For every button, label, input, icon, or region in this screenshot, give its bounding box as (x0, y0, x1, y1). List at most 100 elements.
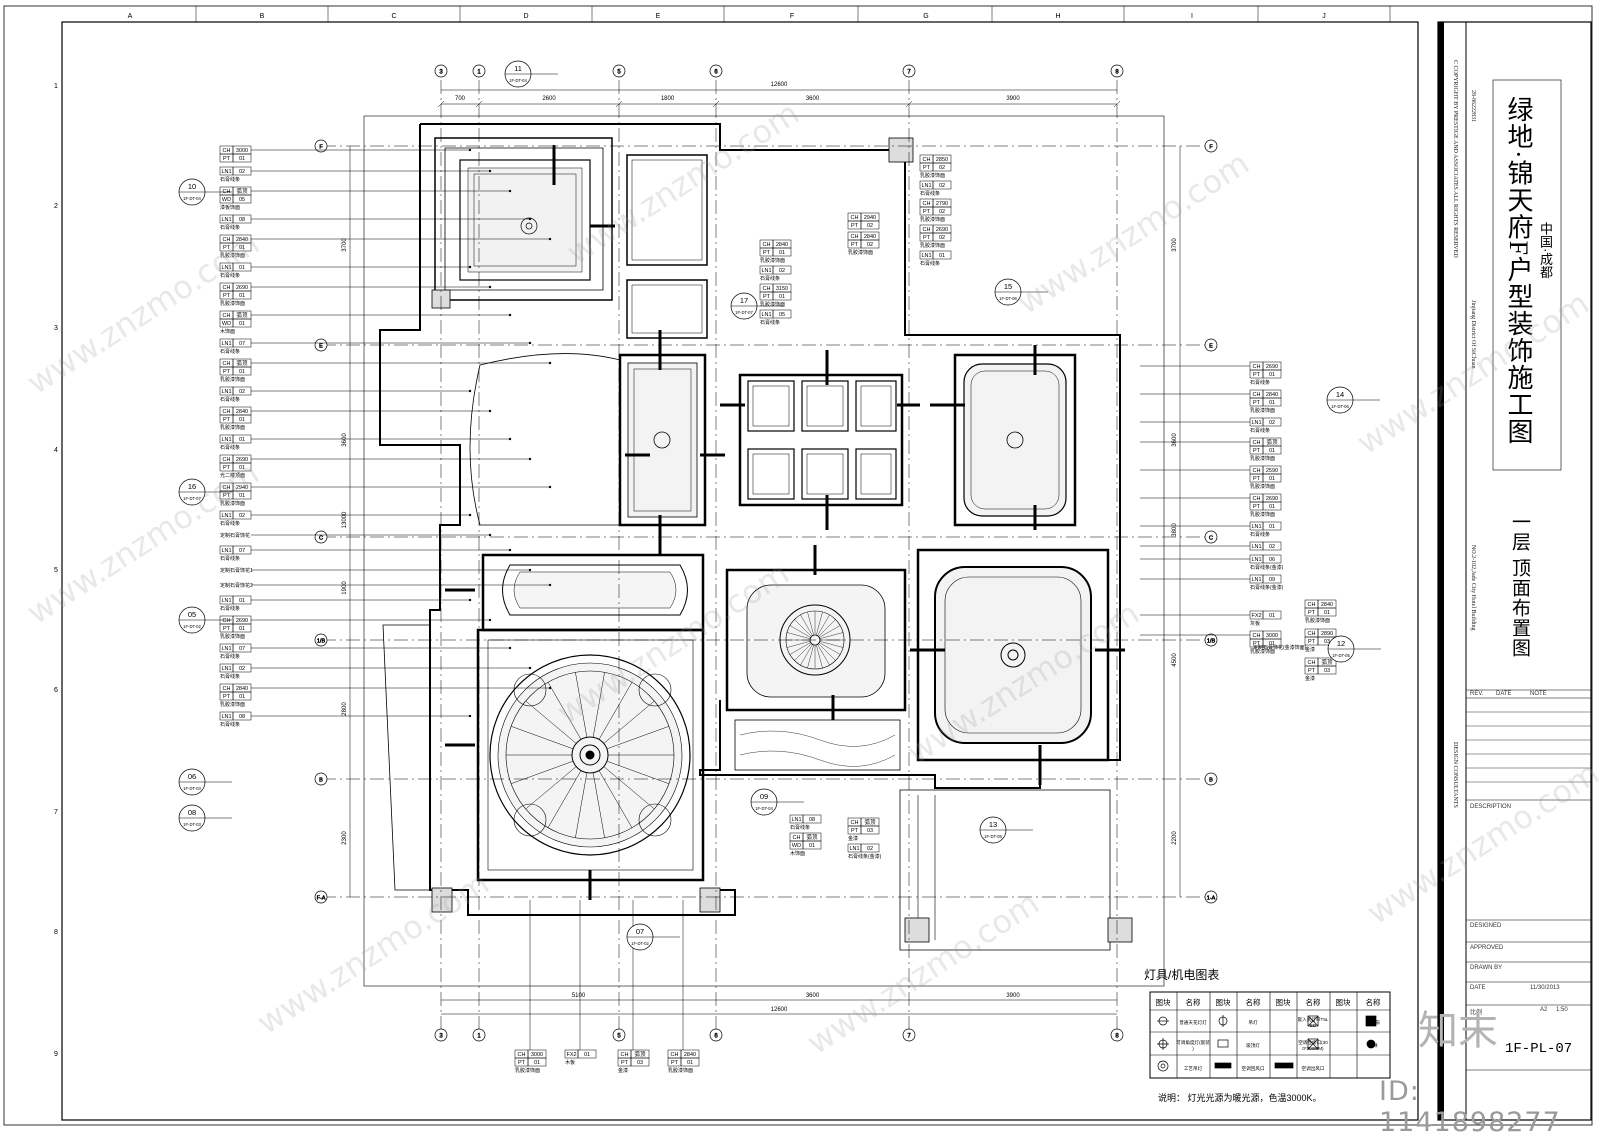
dim-left: 1900 (342, 581, 348, 595)
design-consultants: DESIGN CONSULTANTS (1452, 742, 1458, 808)
grid-label-right: 1-A (1207, 896, 1216, 902)
tag-code: LN1 (221, 548, 231, 554)
tag-desc: 乳胶漆饰面 (220, 300, 245, 307)
grid-bubble (612, 64, 626, 78)
tag-desc: 石膏线条 (220, 673, 240, 680)
tag-desc: 石膏线条 (920, 260, 940, 267)
tag-code: CH (621, 1052, 629, 1058)
tag-code: LN1 (221, 169, 231, 175)
tag-num: 01 (534, 1060, 540, 1066)
dome-rib (606, 726, 670, 750)
tag-desc: 乳胶漆饰面 (1250, 511, 1275, 518)
leader-dot (468, 598, 472, 602)
grid-label-top: 3 (439, 70, 443, 76)
tag-code: PT (1308, 639, 1316, 645)
tag-code: PT (763, 250, 771, 256)
tag-num: 3000 (1266, 633, 1278, 639)
tag-code: PT (1253, 448, 1261, 454)
tag-num: 02 (867, 846, 873, 852)
legend-cell: 可调角度灯(嵌装 (1176, 1039, 1210, 1046)
dim-tick (712, 100, 720, 108)
tag-num: 2840 (236, 686, 248, 692)
tag-num-box (932, 250, 952, 260)
leader-dot (528, 341, 532, 345)
dim-top: 3600 (806, 96, 820, 102)
tag-num-box (232, 462, 252, 472)
border-number-left: 8 (54, 929, 58, 936)
tag-code: CH (223, 457, 231, 463)
legend-header: 图块 (1336, 997, 1352, 1007)
section-number: 05 (188, 610, 196, 619)
leader-dot (548, 686, 552, 690)
tag-code: LN1 (221, 714, 231, 720)
tag-desc: 石膏线条 (760, 319, 780, 326)
dim-tick (1113, 100, 1121, 108)
dim-right: 3600 (1172, 433, 1178, 447)
tag-num-box (1262, 521, 1282, 531)
section-ref: 1F-DT-07 (735, 310, 753, 315)
tag-code: LN1 (221, 389, 231, 395)
tag-num-box (680, 1057, 700, 1067)
dim-left: 3700 (342, 238, 348, 252)
tag-desc: 乳胶漆饰面 (220, 500, 245, 507)
tag-code: LN1 (221, 513, 231, 519)
grid-bubble (472, 64, 486, 78)
section-ref: 1F-DT-06 (1331, 404, 1349, 409)
tag-desc: 石膏线条 (220, 224, 240, 231)
tag-code: LN1 (221, 437, 231, 443)
dim-left: 3600 (342, 433, 348, 447)
sheet-number: 1F-PL-07 (1505, 1041, 1573, 1057)
tag-num: 08 (239, 217, 245, 223)
tag-num-box (932, 206, 952, 216)
leader-dot (548, 485, 552, 489)
tag-num: 05 (239, 197, 245, 203)
tag-desc: 石膏线条 (220, 721, 240, 728)
tag-code: PT (851, 242, 859, 248)
tag-desc: 乳胶漆饰面 (1250, 407, 1275, 414)
border-letter-top: B (260, 13, 265, 20)
tag-num: 2840 (684, 1052, 696, 1058)
tag-num: 2840 (236, 237, 248, 243)
leader-dot (488, 533, 492, 537)
tag-num-box (232, 711, 252, 721)
legend-cell: 嵌入式灯带T5L (1298, 1016, 1329, 1023)
tag-code: CH (851, 234, 859, 240)
tag-desc: 石膏线条 (220, 444, 240, 451)
leader-dot (488, 618, 492, 622)
section-ref: 1F-DT-04 (509, 78, 527, 83)
tag-num-box (1262, 638, 1282, 648)
rosette-rib (786, 632, 811, 639)
border-letter-top: J (1322, 13, 1326, 20)
legend-cell: ) (1192, 1046, 1194, 1051)
tag-num-box (1262, 541, 1282, 551)
tag-num: 07 (239, 646, 245, 652)
tag-num: 03 (867, 828, 873, 834)
border-letter-top: H (1055, 13, 1060, 20)
border-letter-top: A (128, 13, 133, 20)
dome-rib (510, 726, 574, 750)
rosette-rib (819, 642, 841, 655)
tag-num: 弧顶 (634, 1050, 646, 1058)
tag-num-box (772, 247, 792, 257)
grid-bubble (709, 64, 723, 78)
tag-code: CH (1253, 633, 1261, 639)
tag-num-box (232, 490, 252, 500)
section-ref: 1F-DT-02 (183, 624, 201, 629)
tag-desc: 乳胶漆饰面 (1250, 455, 1275, 462)
dim-top: 2600 (542, 96, 556, 102)
tag-desc: 乳胶漆饰面 (220, 701, 245, 708)
leader-lines (251, 148, 1250, 1050)
tag-num-box (860, 843, 880, 853)
tag-num-box (232, 414, 252, 424)
section-number: 07 (636, 927, 644, 936)
grid-label-left: B (319, 778, 323, 784)
material-tag: 定制石膏饰花1 (220, 567, 253, 574)
tag-code: CH (923, 227, 931, 233)
